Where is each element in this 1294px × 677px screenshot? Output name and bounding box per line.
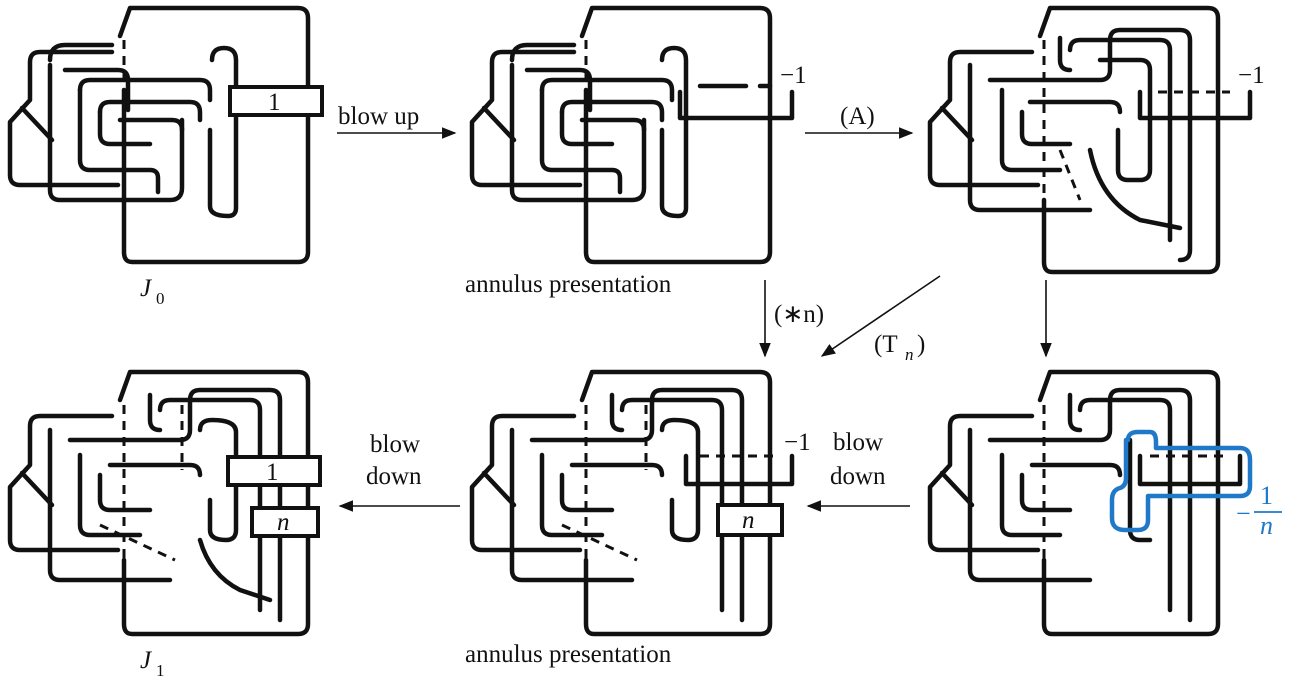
label-Tn-close: ): [917, 331, 925, 358]
label-j0-sub: 0: [156, 289, 165, 308]
label-minus1-b: −1: [1238, 62, 1265, 89]
label-down-left-2: down: [366, 463, 422, 490]
label-blow-right-1: blow: [833, 429, 883, 456]
labels: 1 blow up −1 (A) −1 J 0 annulus presenta…: [140, 62, 1282, 677]
label-blow-left-1: blow: [370, 431, 420, 458]
label-star-n: (∗n): [774, 301, 824, 328]
blue-minus-sign: −: [1236, 499, 1251, 528]
coefficient-n-mid: n: [742, 507, 755, 534]
coefficient-1-j0: 1: [268, 89, 281, 116]
label-A: (A): [840, 103, 875, 130]
label-blow-up: blow up: [338, 103, 419, 130]
arrow-Tn: [820, 275, 941, 357]
label-annulus-bottom: annulus presentation: [465, 641, 672, 668]
panel-annulus-bottom: [469, 369, 795, 637]
arrows: [337, 127, 1052, 512]
panel-j0: [7, 5, 324, 265]
label-j0: J: [140, 275, 153, 302]
blue-frac-num: 1: [1260, 481, 1273, 510]
label-Tn-sub: n: [905, 345, 914, 364]
label-down-right-2: down: [830, 463, 886, 490]
label-Tn: (T: [874, 331, 898, 358]
label-minus1-c: −1: [784, 429, 811, 456]
coefficient-n-j1: n: [277, 509, 290, 536]
blue-frac-den: n: [1260, 511, 1273, 540]
label-j1: J: [140, 647, 153, 674]
panel-after-A: [927, 5, 1253, 275]
panel-j1: [7, 369, 322, 637]
label-annulus-top: annulus presentation: [465, 271, 672, 298]
panel-blue-surgery: [927, 369, 1253, 637]
label-minus1-a: −1: [780, 62, 807, 89]
coefficient-1-j1: 1: [266, 459, 279, 486]
label-j1-sub: 1: [156, 661, 165, 677]
panel-annulus-top: [469, 5, 795, 265]
